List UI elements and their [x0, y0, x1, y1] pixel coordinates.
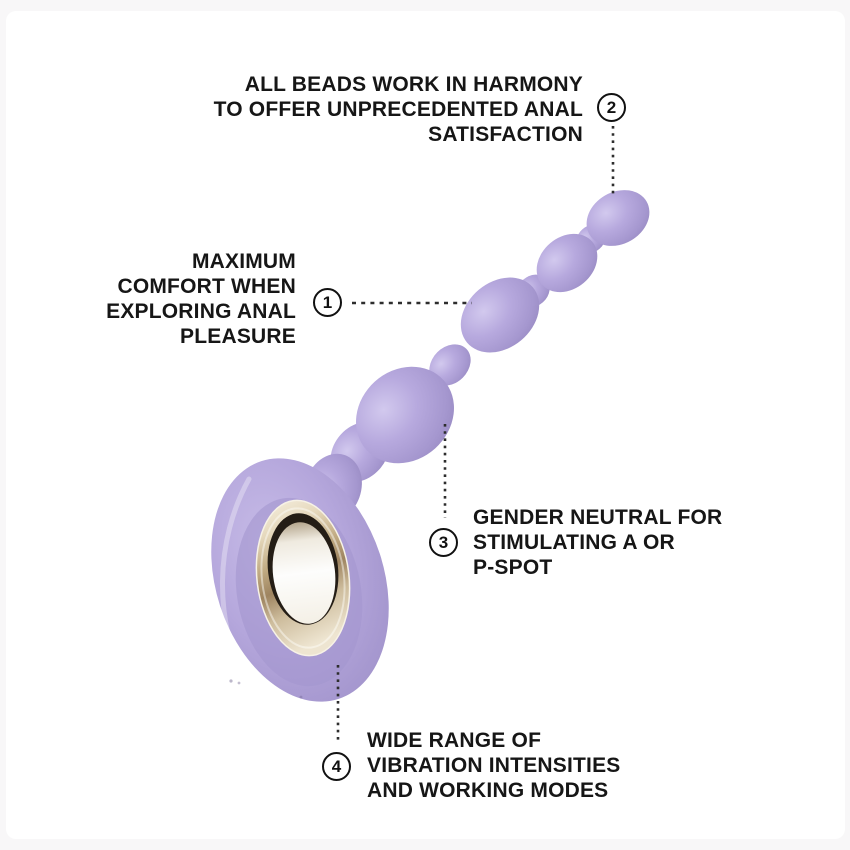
ring-hole	[272, 522, 336, 624]
bead-4	[356, 366, 454, 464]
handle-highlight	[220, 476, 252, 687]
callout-comfort-text: MAXIMUM COMFORT WHEN EXPLORING ANAL PLEA…	[106, 249, 296, 349]
callout-line: GENDER NEUTRAL FOR	[473, 506, 723, 529]
callout-line: PLEASURE	[180, 325, 296, 348]
bead-3	[460, 277, 540, 353]
callout-line: ALL BEADS WORK IN HARMONY	[244, 73, 583, 96]
callout-marker-4: 4	[322, 752, 351, 781]
engraving-mark	[237, 681, 241, 685]
callout-modes-text: WIDE RANGE OF VIBRATION INTENSITIES AND …	[367, 728, 621, 803]
gold-control-ring	[235, 497, 363, 687]
neck-3	[429, 344, 471, 386]
callout-line: STIMULATING A OR	[473, 531, 675, 554]
callout-number: 4	[331, 756, 342, 776]
callout-line: EXPLORING ANAL	[106, 300, 296, 323]
callout-number: 2	[606, 97, 617, 117]
callout-line: VIBRATION INTENSITIES	[367, 754, 621, 777]
callout-line: TO OFFER UNPRECEDENTED ANAL	[213, 98, 583, 121]
leader-lines	[336, 126, 615, 743]
callout-number: 3	[438, 532, 449, 552]
callout-line: AND WORKING MODES	[367, 779, 609, 802]
engraving-mark	[299, 695, 303, 699]
callout-marker-3: 3	[429, 528, 458, 557]
tip-bead	[586, 190, 650, 246]
callout-harmony-text: ALL BEADS WORK IN HARMONY TO OFFER UNPRE…	[214, 72, 583, 147]
callout-line: COMFORT WHEN	[117, 275, 296, 298]
bead-2	[536, 233, 598, 293]
callout-number: 1	[322, 292, 333, 312]
ring-sheen	[260, 507, 346, 649]
callout-line: WIDE RANGE OF	[367, 729, 542, 752]
engraving-mark	[229, 679, 233, 683]
callout-line: P-SPOT	[473, 556, 553, 579]
callout-line: SATISFACTION	[428, 123, 583, 146]
callout-marker-2: 2	[597, 93, 626, 122]
callout-marker-1: 1	[313, 288, 342, 317]
callout-gender-text: GENDER NEUTRAL FOR STIMULATING A OR P-SP…	[473, 505, 722, 580]
callout-line: MAXIMUM	[191, 250, 296, 273]
